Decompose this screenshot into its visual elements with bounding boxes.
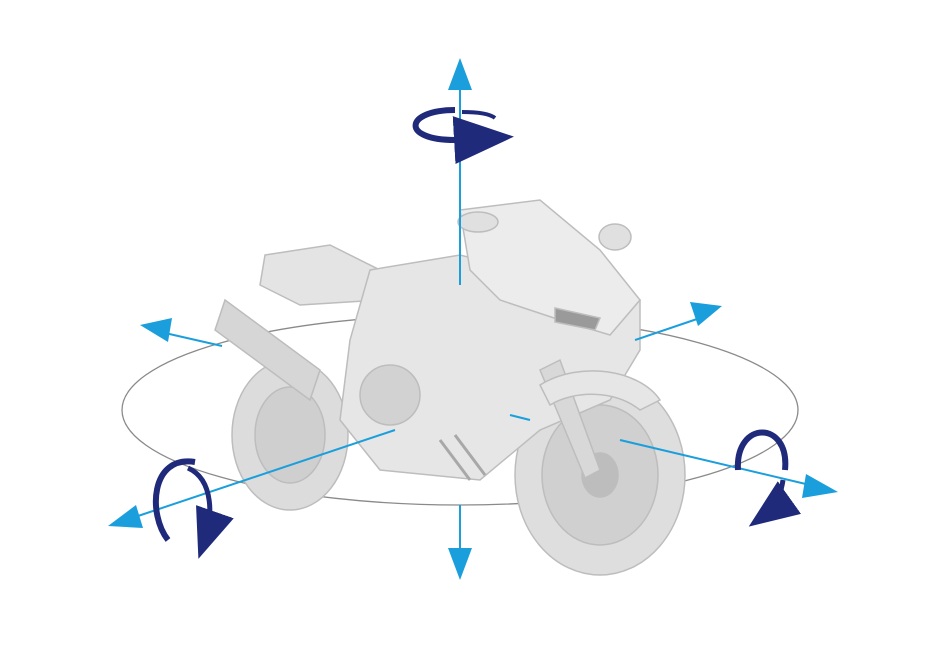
pitch-rotation-icon: [734, 429, 789, 471]
lateral-axis: [140, 302, 722, 347]
longitudinal-axis: [108, 414, 838, 528]
motorcycle: [214, 199, 686, 576]
roll-rotation-icon: [152, 458, 196, 542]
axis-arrow-front-icon: [802, 474, 838, 498]
axis-arrow-left-icon: [140, 318, 172, 342]
yaw-rotation-icon: [412, 107, 514, 165]
axis-arrow-down-icon: [448, 548, 472, 580]
axis-arrow-rear-icon: [108, 505, 143, 528]
axis-arrow-up-icon: [448, 58, 472, 90]
axis-arrow-right-icon: [690, 302, 722, 326]
